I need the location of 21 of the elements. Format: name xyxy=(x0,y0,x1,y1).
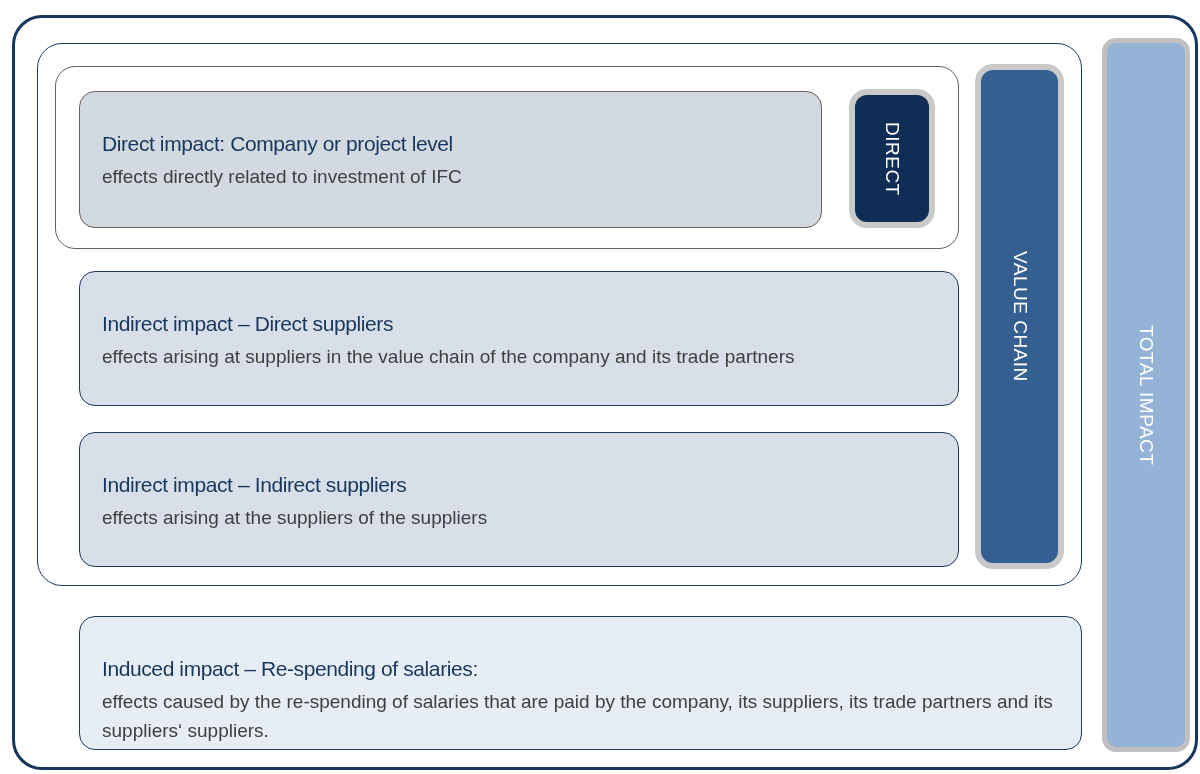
label-bar xyxy=(1102,38,1190,752)
group-frame xyxy=(12,15,1198,770)
card-heading: Induced impact – Re-spending of salaries: xyxy=(102,657,478,681)
group-frame xyxy=(55,66,959,249)
card-description: effects directly related to investment of IFC xyxy=(102,165,462,189)
impact-card xyxy=(79,616,1082,750)
impact-card xyxy=(79,271,959,406)
card-description: effects caused by the re-spending of salaries that are paid by the company, its suppliers, its trade partners and its suppliers‘ suppliers. xyxy=(102,690,1054,743)
card-description: effects arising at the suppliers of the suppliers xyxy=(102,506,488,530)
bar-label: TOTAL IMPACT xyxy=(1135,324,1157,466)
impact-card xyxy=(79,91,822,228)
group-frame xyxy=(37,43,1082,586)
card-heading: Indirect impact – Indirect suppliers xyxy=(102,473,407,497)
bar-label: DIRECT xyxy=(881,121,903,196)
bar-label: VALUE CHAIN xyxy=(1008,251,1031,382)
label-bar xyxy=(849,89,935,228)
card-description: effects arising at suppliers in the value chain of the company and its trade partners xyxy=(102,345,795,369)
card-heading: Direct impact: Company or project level xyxy=(102,132,453,156)
impact-card xyxy=(79,432,959,567)
card-heading: Indirect impact – Direct suppliers xyxy=(102,312,393,336)
label-bar xyxy=(975,64,1064,569)
